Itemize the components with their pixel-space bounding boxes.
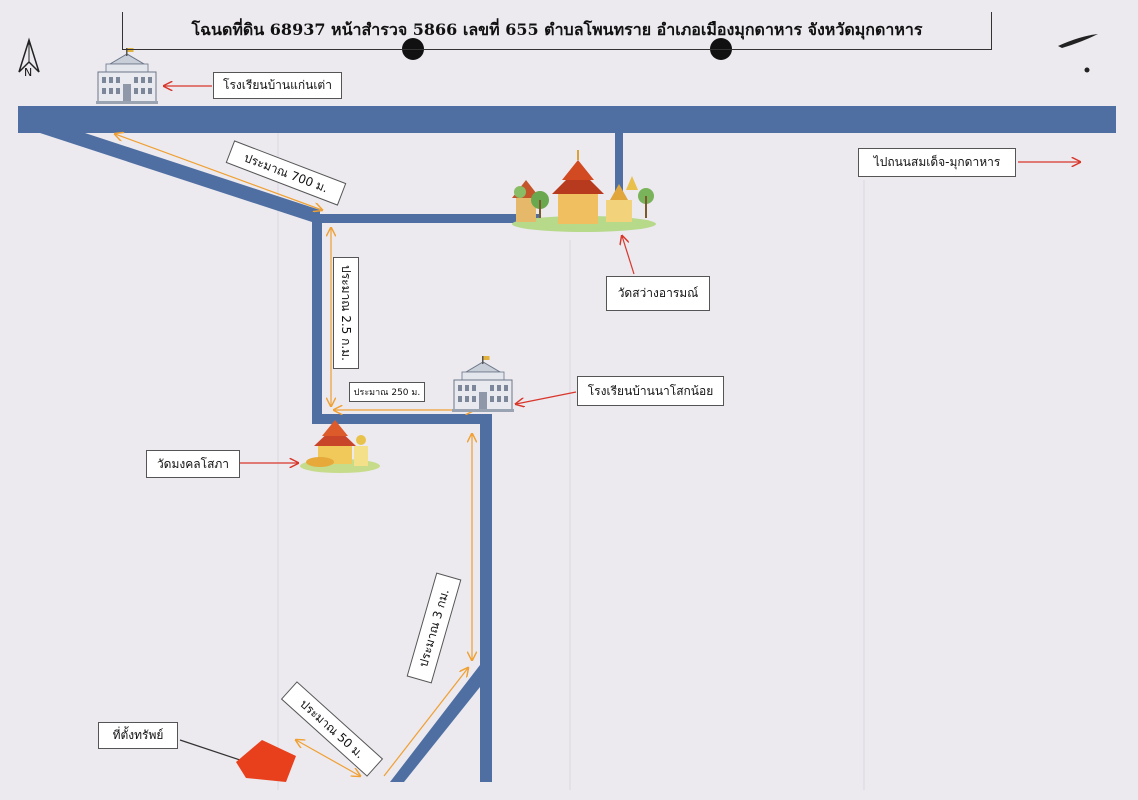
side-road-north bbox=[615, 133, 623, 218]
measure-700 bbox=[115, 134, 322, 210]
label-wat-mongkhon: วัดมงคลโสภา bbox=[146, 450, 240, 478]
label-school-nasok: โรงเรียนบ้านนาโสกน้อย bbox=[577, 376, 724, 406]
main-road bbox=[18, 106, 1116, 133]
temple-wat-mongkhon-icon bbox=[300, 420, 380, 473]
connector-road bbox=[312, 414, 492, 424]
vertical-road-west bbox=[312, 218, 322, 424]
label-wat-sawang: วัดสว่างอารมณ์ bbox=[606, 276, 710, 311]
label-to-road: ไปถนนสมเด็จ-มุกดาหาร bbox=[858, 148, 1016, 177]
measure-50 bbox=[296, 740, 360, 776]
distance-250m: ประมาณ 250 ม. bbox=[349, 382, 425, 402]
pointer-wat-sawang bbox=[622, 236, 635, 275]
property-plot bbox=[236, 740, 296, 782]
branch-road bbox=[390, 665, 492, 782]
distance-2-5km: ประมาณ 2.5 ก.ม. bbox=[333, 257, 359, 369]
road-to-wat-sawang bbox=[318, 214, 540, 223]
temple-wat-sawang-icon bbox=[512, 150, 656, 232]
page-title: โฉนดที่ดิน 68937 หน้าสำรวจ 5866 เลขที่ 6… bbox=[122, 12, 992, 50]
north-label: N bbox=[24, 66, 33, 79]
north-arrow-icon bbox=[18, 37, 40, 73]
pointer-school-nasok bbox=[516, 391, 577, 404]
school-nasok-icon bbox=[452, 356, 514, 412]
vertical-road-east bbox=[480, 414, 492, 782]
label-property: ที่ตั้งทรัพย์ bbox=[98, 722, 178, 749]
measure-branch bbox=[383, 668, 468, 777]
ink-smudge bbox=[1058, 34, 1098, 48]
school-kaenthao-icon bbox=[96, 48, 158, 104]
label-school-kaenthao: โรงเรียนบ้านแก่นเต่า bbox=[213, 72, 342, 99]
